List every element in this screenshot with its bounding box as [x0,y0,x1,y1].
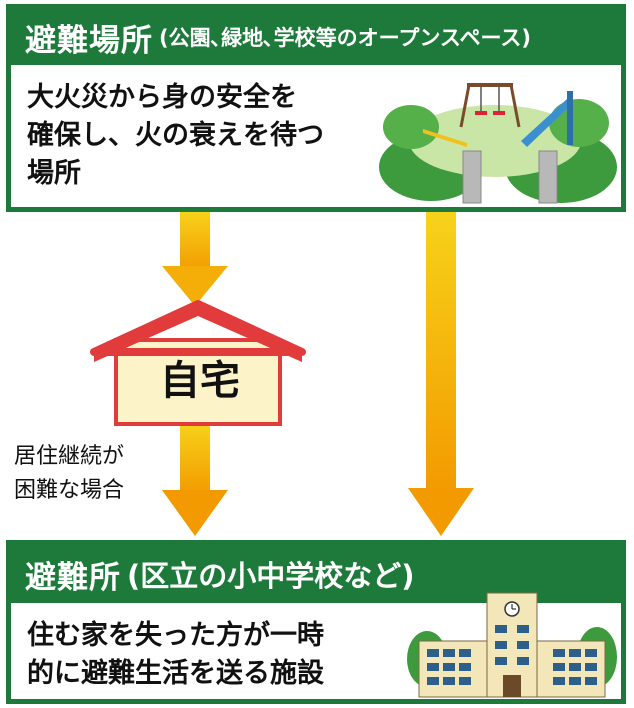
description-line: 場所 [27,158,81,189]
description-line: 確保し、火の衰えを待つ [27,120,324,151]
evacuation-area-box: 避難場所 (公園､緑地､学校等のオープンスペース) 大火災から身の安全を 確保し… [6,4,626,212]
arrow-direct-to-shelter [408,212,474,536]
evacuation-area-header: 避難場所 (公園､緑地､学校等のオープンスペース) [11,9,621,65]
house-icon [90,300,306,426]
side-note: 居住継続が 困難な場合 [14,440,124,508]
description-line: 的に避難生活を送る施設 [27,658,324,689]
shelter-description: 住む家を失った方が一時 的に避難生活を送る施設 [27,617,387,693]
shelter-box: 避難所 (区立の小中学校など) 住む家を失った方が一時 的に避難生活を送る施設 [6,540,626,704]
shelter-title: 避難所 [25,559,121,596]
shelter-subtitle: (区立の小中学校など) [127,559,415,593]
home-label: 自宅 [160,358,240,404]
school-building-illustration [407,592,617,698]
park-illustration [379,83,617,204]
description-line: 大火災から身の安全を [27,82,297,113]
description-line: 住む家を失った方が一時 [27,620,324,651]
arrow-to-house [162,212,228,306]
evacuation-area-subtitle: (公園､緑地､学校等のオープンスペース) [159,26,531,50]
arrow-house-to-shelter [162,424,228,536]
side-note-line: 困難な場合 [14,478,125,503]
side-note-line: 居住継続が [14,444,125,469]
evacuation-area-title: 避難場所 [25,22,153,59]
evacuation-area-description: 大火災から身の安全を 確保し、火の衰えを待つ 場所 [27,79,367,193]
